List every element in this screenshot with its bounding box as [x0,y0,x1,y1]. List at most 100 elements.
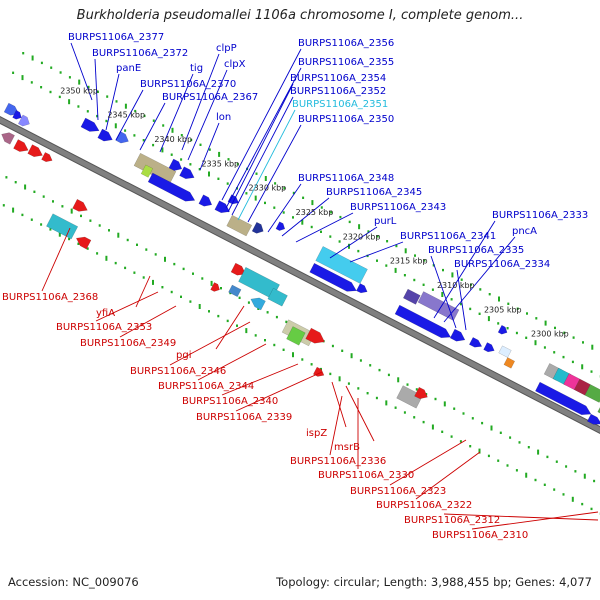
gene-feature[interactable] [228,284,242,298]
gene-label[interactable]: BURPS1106A_2368 [2,292,98,303]
gene-label[interactable]: purL [374,216,397,227]
tick-mark [152,279,154,285]
gene-label[interactable]: BURPS1106A_2352 [290,86,386,97]
gene-feature[interactable] [80,117,100,132]
gene-labels-reverse: BURPS1106A_2368 yfiA BURPS1106A_2353BURPS1… [2,292,528,541]
gene-feature[interactable] [396,385,423,409]
gene-feature[interactable] [75,236,92,250]
gene-label[interactable]: ispZ [306,428,327,439]
tick-mark [526,312,528,315]
gene-label[interactable]: BURPS1106A_2348 [298,173,394,184]
tick-mark [126,238,129,242]
gene-label[interactable]: panE [116,63,141,74]
gene-label[interactable]: BURPS1106A_2333 [492,210,588,221]
gene-feature[interactable] [356,283,368,294]
gene-label[interactable]: BURPS1106A_2353 [56,322,152,333]
gene-feature[interactable] [140,164,154,178]
gene-label[interactable]: BURPS1106A_2344 [158,381,254,392]
gene-feature[interactable] [503,357,516,369]
gene-feature[interactable] [41,152,53,163]
tick-mark [378,368,381,372]
gene-feature[interactable] [449,328,466,342]
gene-feature[interactable] [286,326,306,346]
tick-mark [527,446,530,449]
gene-feature[interactable] [402,288,421,305]
gene-label[interactable]: BURPS1106A_2312 [404,515,500,526]
gene-feature[interactable] [535,381,592,416]
gene-feature[interactable] [46,213,79,240]
gene-label[interactable]: BURPS1106A_2340 [182,396,278,407]
tick-mark [217,314,220,318]
gene-feature[interactable] [168,158,183,171]
kbp-label: 2315 kbp [390,257,428,266]
gene-feature[interactable] [251,221,264,234]
gene-feature[interactable] [394,304,452,339]
gene-feature[interactable] [13,139,29,152]
tick-mark [170,153,173,156]
gene-label[interactable]: BURPS1106A_2334 [454,259,550,270]
gene-label[interactable]: pncA [512,226,537,237]
gene-feature[interactable] [147,172,196,202]
gene-label[interactable]: BURPS1106A_2330 [318,470,414,481]
gene-feature[interactable] [250,297,266,311]
gene-feature[interactable] [226,214,253,237]
gene-feature[interactable] [275,221,286,231]
tick-mark [490,425,493,431]
gene-feature[interactable] [312,366,325,377]
gene-feature[interactable] [497,324,508,335]
gene-label[interactable]: clpX [224,59,246,70]
gene-label[interactable]: BURPS1106A_2343 [350,202,446,213]
gene-label[interactable]: BURPS1106A_2339 [196,412,292,423]
gene-label[interactable]: BURPS1106A_2367 [162,92,258,103]
gene-feature[interactable] [417,291,460,321]
gene-feature[interactable] [12,110,22,120]
gene-label[interactable]: clpP [216,43,237,54]
gene-feature[interactable] [27,144,43,157]
gene-label[interactable]: BURPS1106A_2355 [298,57,394,68]
gene-label[interactable]: pgi [176,350,191,361]
gene-feature[interactable] [97,128,113,142]
gene-label[interactable]: BURPS1106A_2356 [298,38,394,49]
gene-feature[interactable] [214,200,230,214]
gene-label[interactable]: BURPS1106A_2335 [428,245,524,256]
gene-label[interactable]: BURPS1106A_2350 [298,114,394,125]
gene-label[interactable]: BURPS1106A_2370 [140,79,236,90]
gene-label[interactable]: BURPS1106A_2310 [432,530,528,541]
gene-feature[interactable] [309,262,357,292]
tick-mark [78,79,81,85]
gene-feature[interactable] [1,132,15,145]
gene-feature[interactable] [267,287,288,307]
gene-feature[interactable] [483,342,495,353]
gene-feature[interactable] [210,282,220,292]
gene-feature[interactable] [72,198,88,212]
gene-label[interactable]: tig [190,63,203,74]
gene-feature[interactable] [230,262,247,276]
gene-label[interactable]: BURPS1106A_2354 [290,73,386,84]
gene-label[interactable]: BURPS1106A_2322 [376,500,472,511]
tick-mark [218,151,221,157]
gene-label[interactable]: BURPS1106A_2341 [400,231,496,242]
gene-label[interactable]: BURPS1106A_2349 [80,338,176,349]
gene-label[interactable]: BURPS1106A_2346 [130,366,226,377]
gene-label[interactable]: BURPS1106A_2345 [326,187,422,198]
gene-label[interactable]: BURPS1106A_2377 [68,32,164,43]
gene-feature[interactable] [198,194,213,207]
gene-feature[interactable] [305,327,325,344]
gene-label[interactable]: BURPS1106A_2323 [350,486,446,497]
gene-label[interactable]: BURPS1106A_2336 [290,456,386,467]
gene-label[interactable]: msrB [334,442,360,453]
gene-feature[interactable] [468,337,483,348]
gene-feature[interactable] [586,413,600,425]
tick-mark [115,100,118,103]
gene-label[interactable]: lon [216,112,231,123]
gene-feature[interactable] [498,345,512,358]
gene-label[interactable]: BURPS1106A_2351 [292,99,388,110]
gene-feature[interactable] [179,166,195,180]
gene-label[interactable]: yfiA [96,308,115,319]
gene-label[interactable]: BURPS1106A_2372 [92,48,188,59]
gene-feature[interactable] [597,403,600,417]
gene-feature[interactable] [17,114,30,127]
tick-mark [320,367,322,371]
gene-feature[interactable] [414,386,428,400]
